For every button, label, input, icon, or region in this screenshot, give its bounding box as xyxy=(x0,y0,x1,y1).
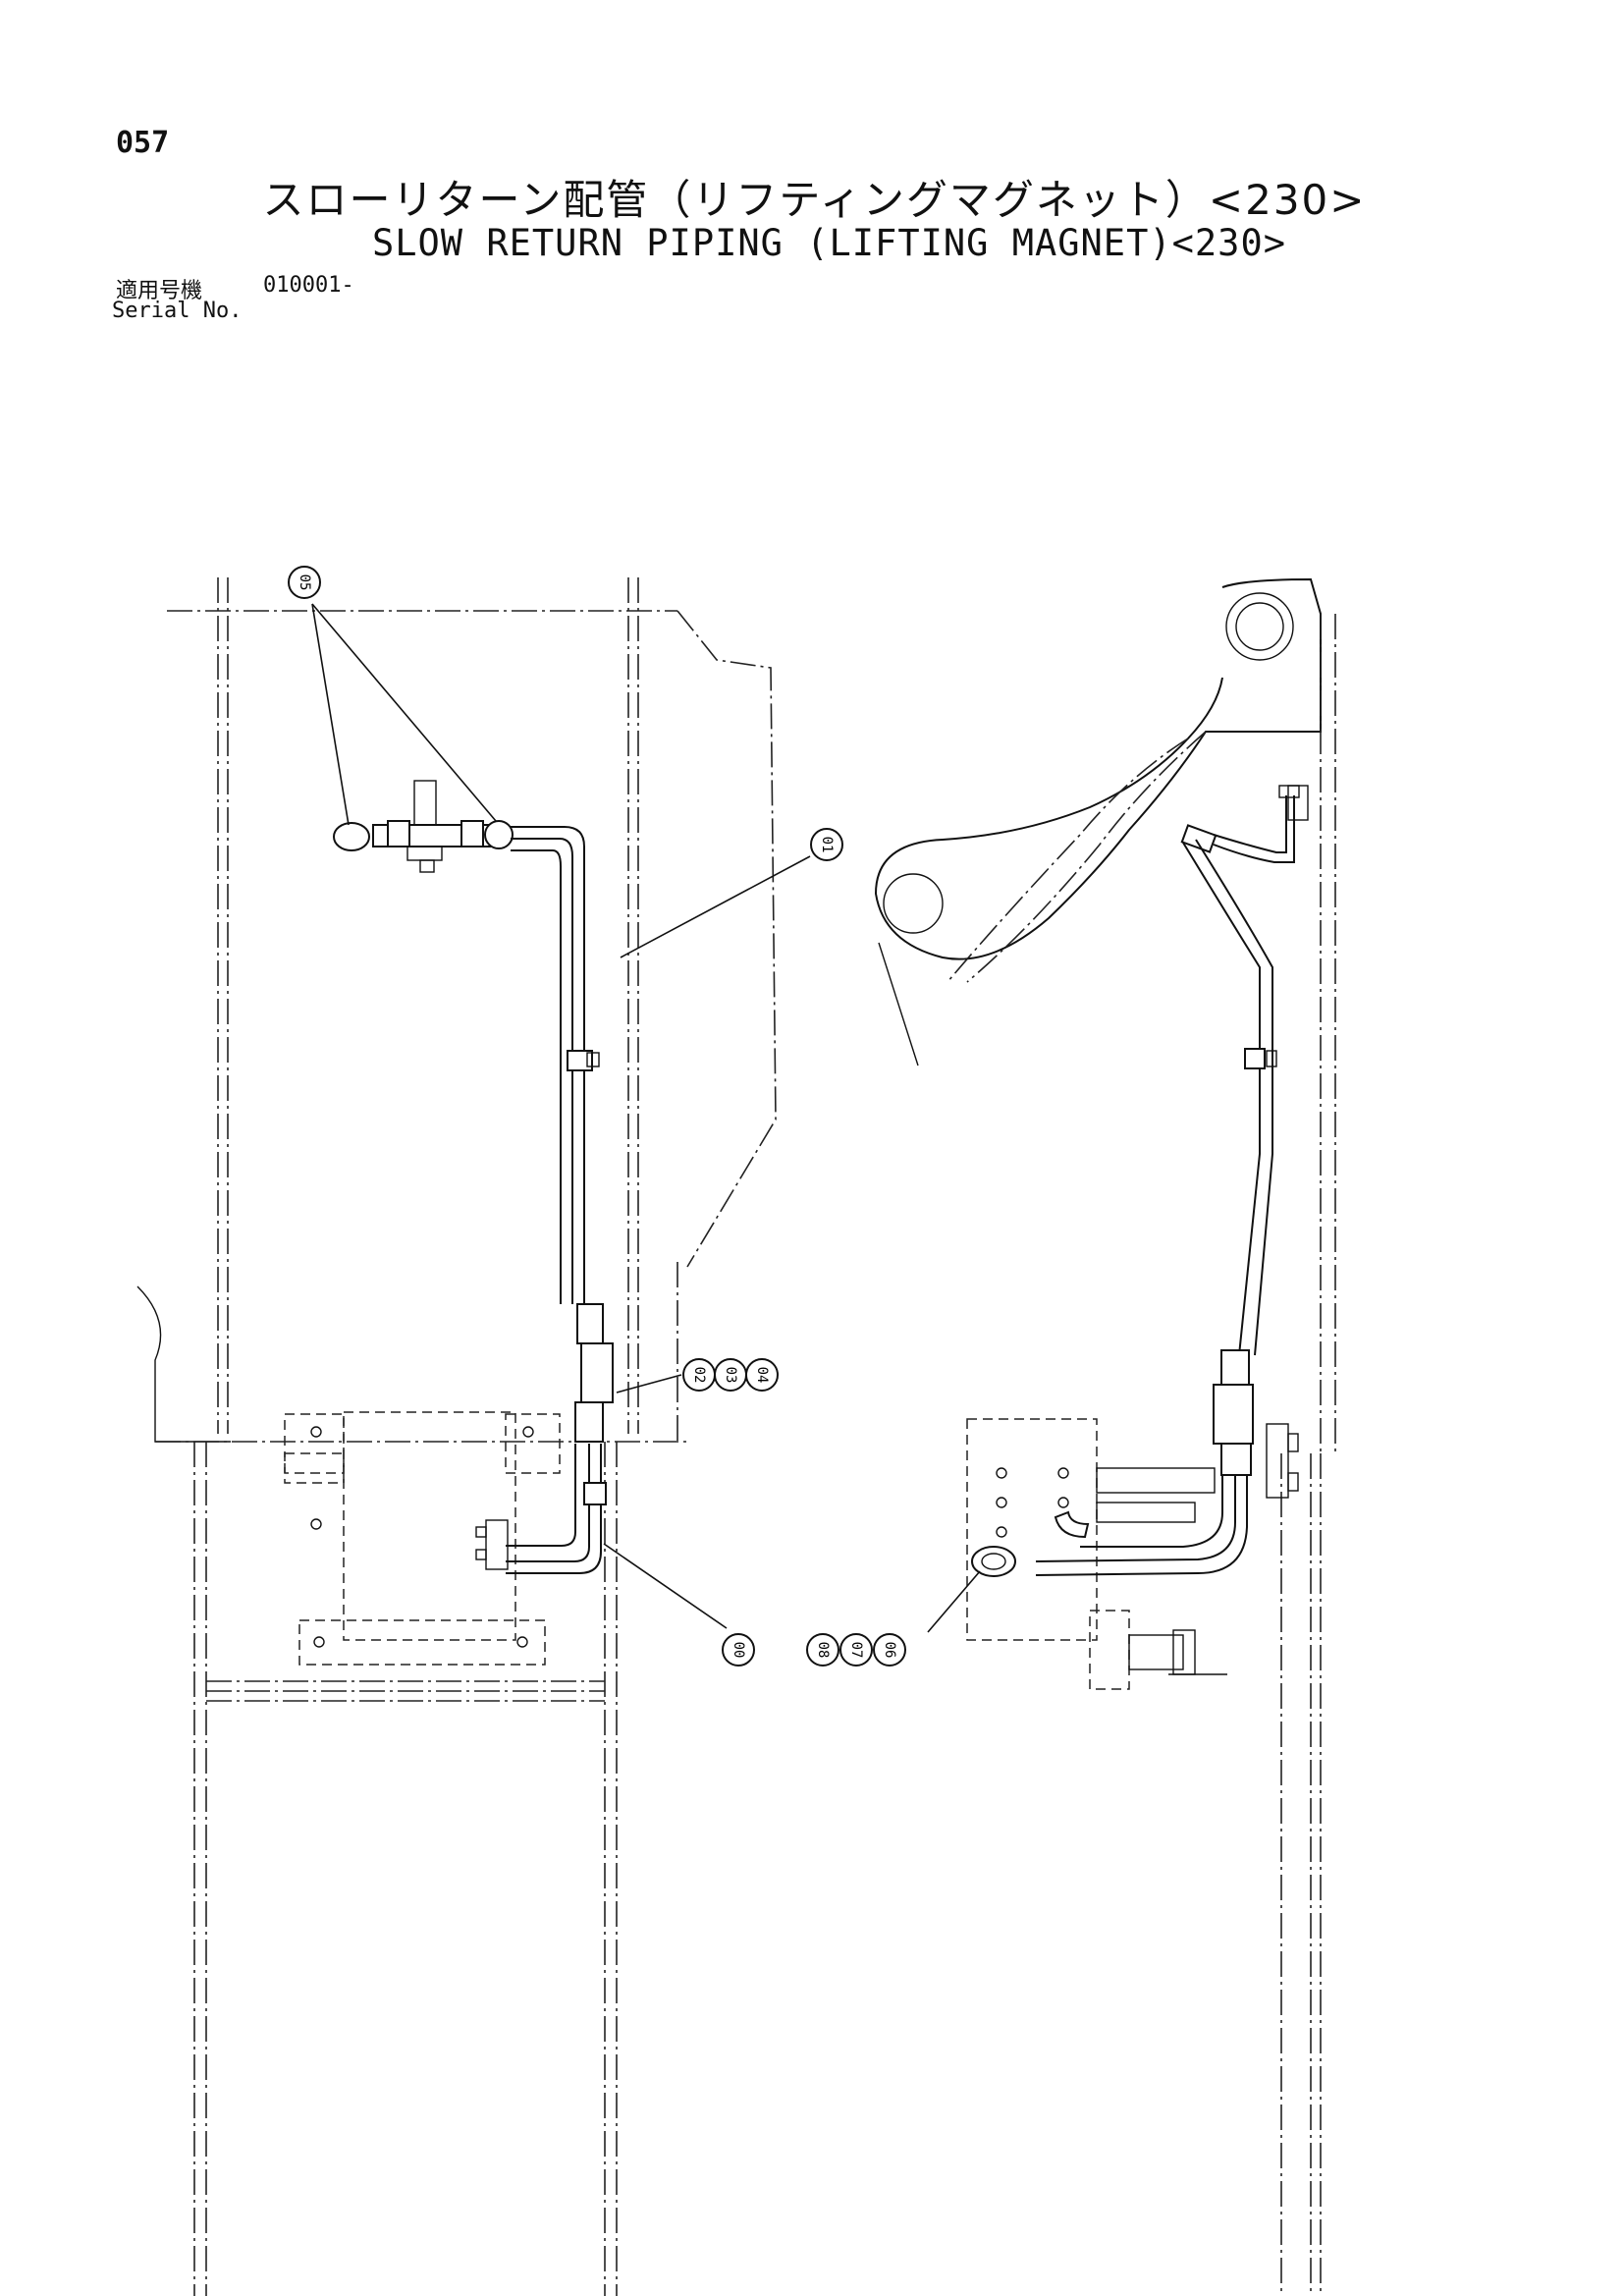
svg-text:02: 02 xyxy=(691,1367,707,1384)
svg-text:05: 05 xyxy=(297,574,312,591)
serial-number-range: 010001- xyxy=(263,273,354,298)
right-leader-lines xyxy=(927,1570,981,1633)
left-valve-body xyxy=(284,1411,561,1666)
serial-label-english: Serial No. xyxy=(112,299,243,323)
callout-02: 02 xyxy=(682,1358,716,1392)
callout-03: 03 xyxy=(714,1358,747,1392)
right-pipes xyxy=(971,785,1309,1577)
serial-label-japanese: 適用号機 xyxy=(116,279,203,303)
callout-04: 04 xyxy=(745,1358,779,1392)
callout-01: 01 xyxy=(810,828,843,861)
svg-text:04: 04 xyxy=(754,1367,770,1384)
callout-06: 06 xyxy=(873,1633,906,1667)
title-english: SLOW RETURN PIPING (LIFTING MAGNET)<230> xyxy=(0,222,1623,264)
left-manifold-block xyxy=(333,780,514,873)
svg-text:07: 07 xyxy=(848,1642,864,1659)
svg-text:06: 06 xyxy=(882,1642,897,1659)
callout-00: 00 xyxy=(722,1633,755,1667)
svg-text:08: 08 xyxy=(815,1642,831,1659)
right-valve-body xyxy=(966,1418,1227,1690)
left-leader-lines xyxy=(311,603,811,1629)
left-pipes xyxy=(506,826,614,1574)
svg-text:00: 00 xyxy=(730,1642,746,1659)
callout-05: 05 xyxy=(288,566,321,599)
right-view: 08 07 06 xyxy=(806,577,1336,2296)
page-number: 057 xyxy=(116,126,170,160)
callout-08: 08 xyxy=(806,1633,839,1667)
right-boom-outline xyxy=(874,577,1336,2296)
callout-07: 07 xyxy=(839,1633,873,1667)
svg-text:03: 03 xyxy=(723,1367,738,1384)
left-view: 05 01 02 03 04 00 xyxy=(136,566,843,2296)
title-japanese-text: スローリターン配管（リフティングマグネット）<230> xyxy=(262,176,1367,224)
title-japanese: スローリターン配管（リフティングマグネット）<230> xyxy=(0,167,1623,227)
title-english-text: SLOW RETURN PIPING (LIFTING MAGNET)<230> xyxy=(371,222,1287,264)
svg-text:01: 01 xyxy=(819,837,835,853)
